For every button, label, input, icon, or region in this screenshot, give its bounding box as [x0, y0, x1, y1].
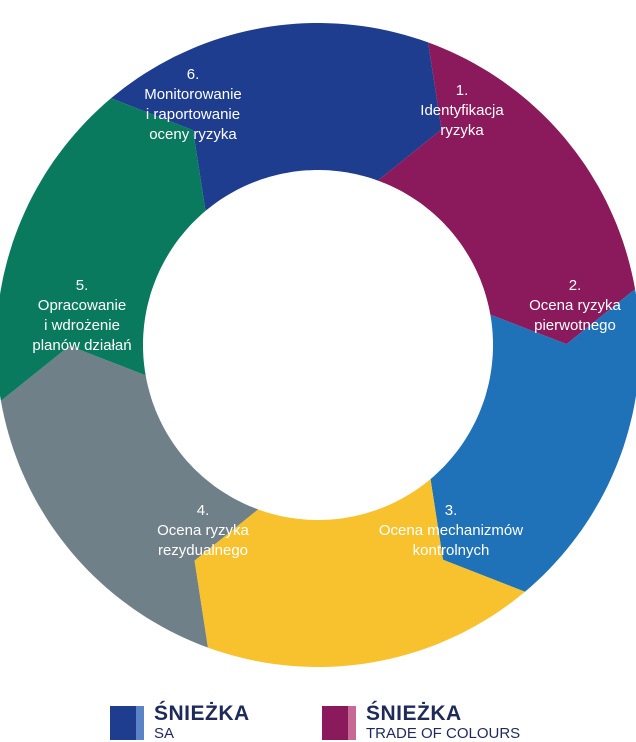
- step-text-line: Ocena mechanizmów: [379, 522, 523, 539]
- step-text-line: Ocena ryzyka: [529, 297, 621, 314]
- step-text-line: Opracowanie: [38, 297, 126, 314]
- step-text-line: ryzyka: [440, 122, 484, 139]
- risk-cycle-diagram: 1. Identyfikacja ryzyka 2. Ocena ryzyka pierw…: [0, 0, 636, 690]
- step-text-line: kontrolnych: [413, 542, 490, 559]
- step-text-line: i raportowanie: [146, 106, 240, 123]
- step-text-line: Ocena ryzyka: [157, 522, 249, 539]
- step-number: 2.: [569, 277, 582, 294]
- sniezka-trade-of-colours-logo: [322, 700, 360, 740]
- step-number: 5.: [76, 277, 89, 294]
- step-number: 1.: [456, 82, 469, 99]
- step-text-line: i wdrożenie: [44, 317, 120, 334]
- legend-sub: SA: [154, 726, 250, 741]
- cycle-segment-6: [0, 98, 206, 401]
- step-number: 6.: [187, 66, 200, 83]
- step-text-line: planów działań: [32, 337, 131, 354]
- legend-brand: ŚNIEŻKA: [366, 703, 520, 724]
- sniezka-sa-logo: [110, 700, 148, 740]
- step-text-line: rezydualnego: [158, 542, 248, 559]
- step-number: 3.: [445, 502, 458, 519]
- legend-brand: ŚNIEŻKA: [154, 703, 250, 724]
- step-number: 4.: [197, 502, 210, 519]
- legend-item-sniezka-sa: ŚNIEŻKA SA: [110, 700, 250, 740]
- step-text-line: oceny ryzyka: [149, 126, 237, 143]
- legend-item-sniezka-trade-of-colours: ŚNIEŻKA TRADE OF COLOURS: [322, 700, 520, 740]
- step-text-line: Identyfikacja: [420, 102, 504, 119]
- step-text-line: Monitorowanie: [144, 86, 242, 103]
- step-text-line: pierwotnego: [534, 317, 616, 334]
- legend-sub: TRADE OF COLOURS: [366, 726, 520, 741]
